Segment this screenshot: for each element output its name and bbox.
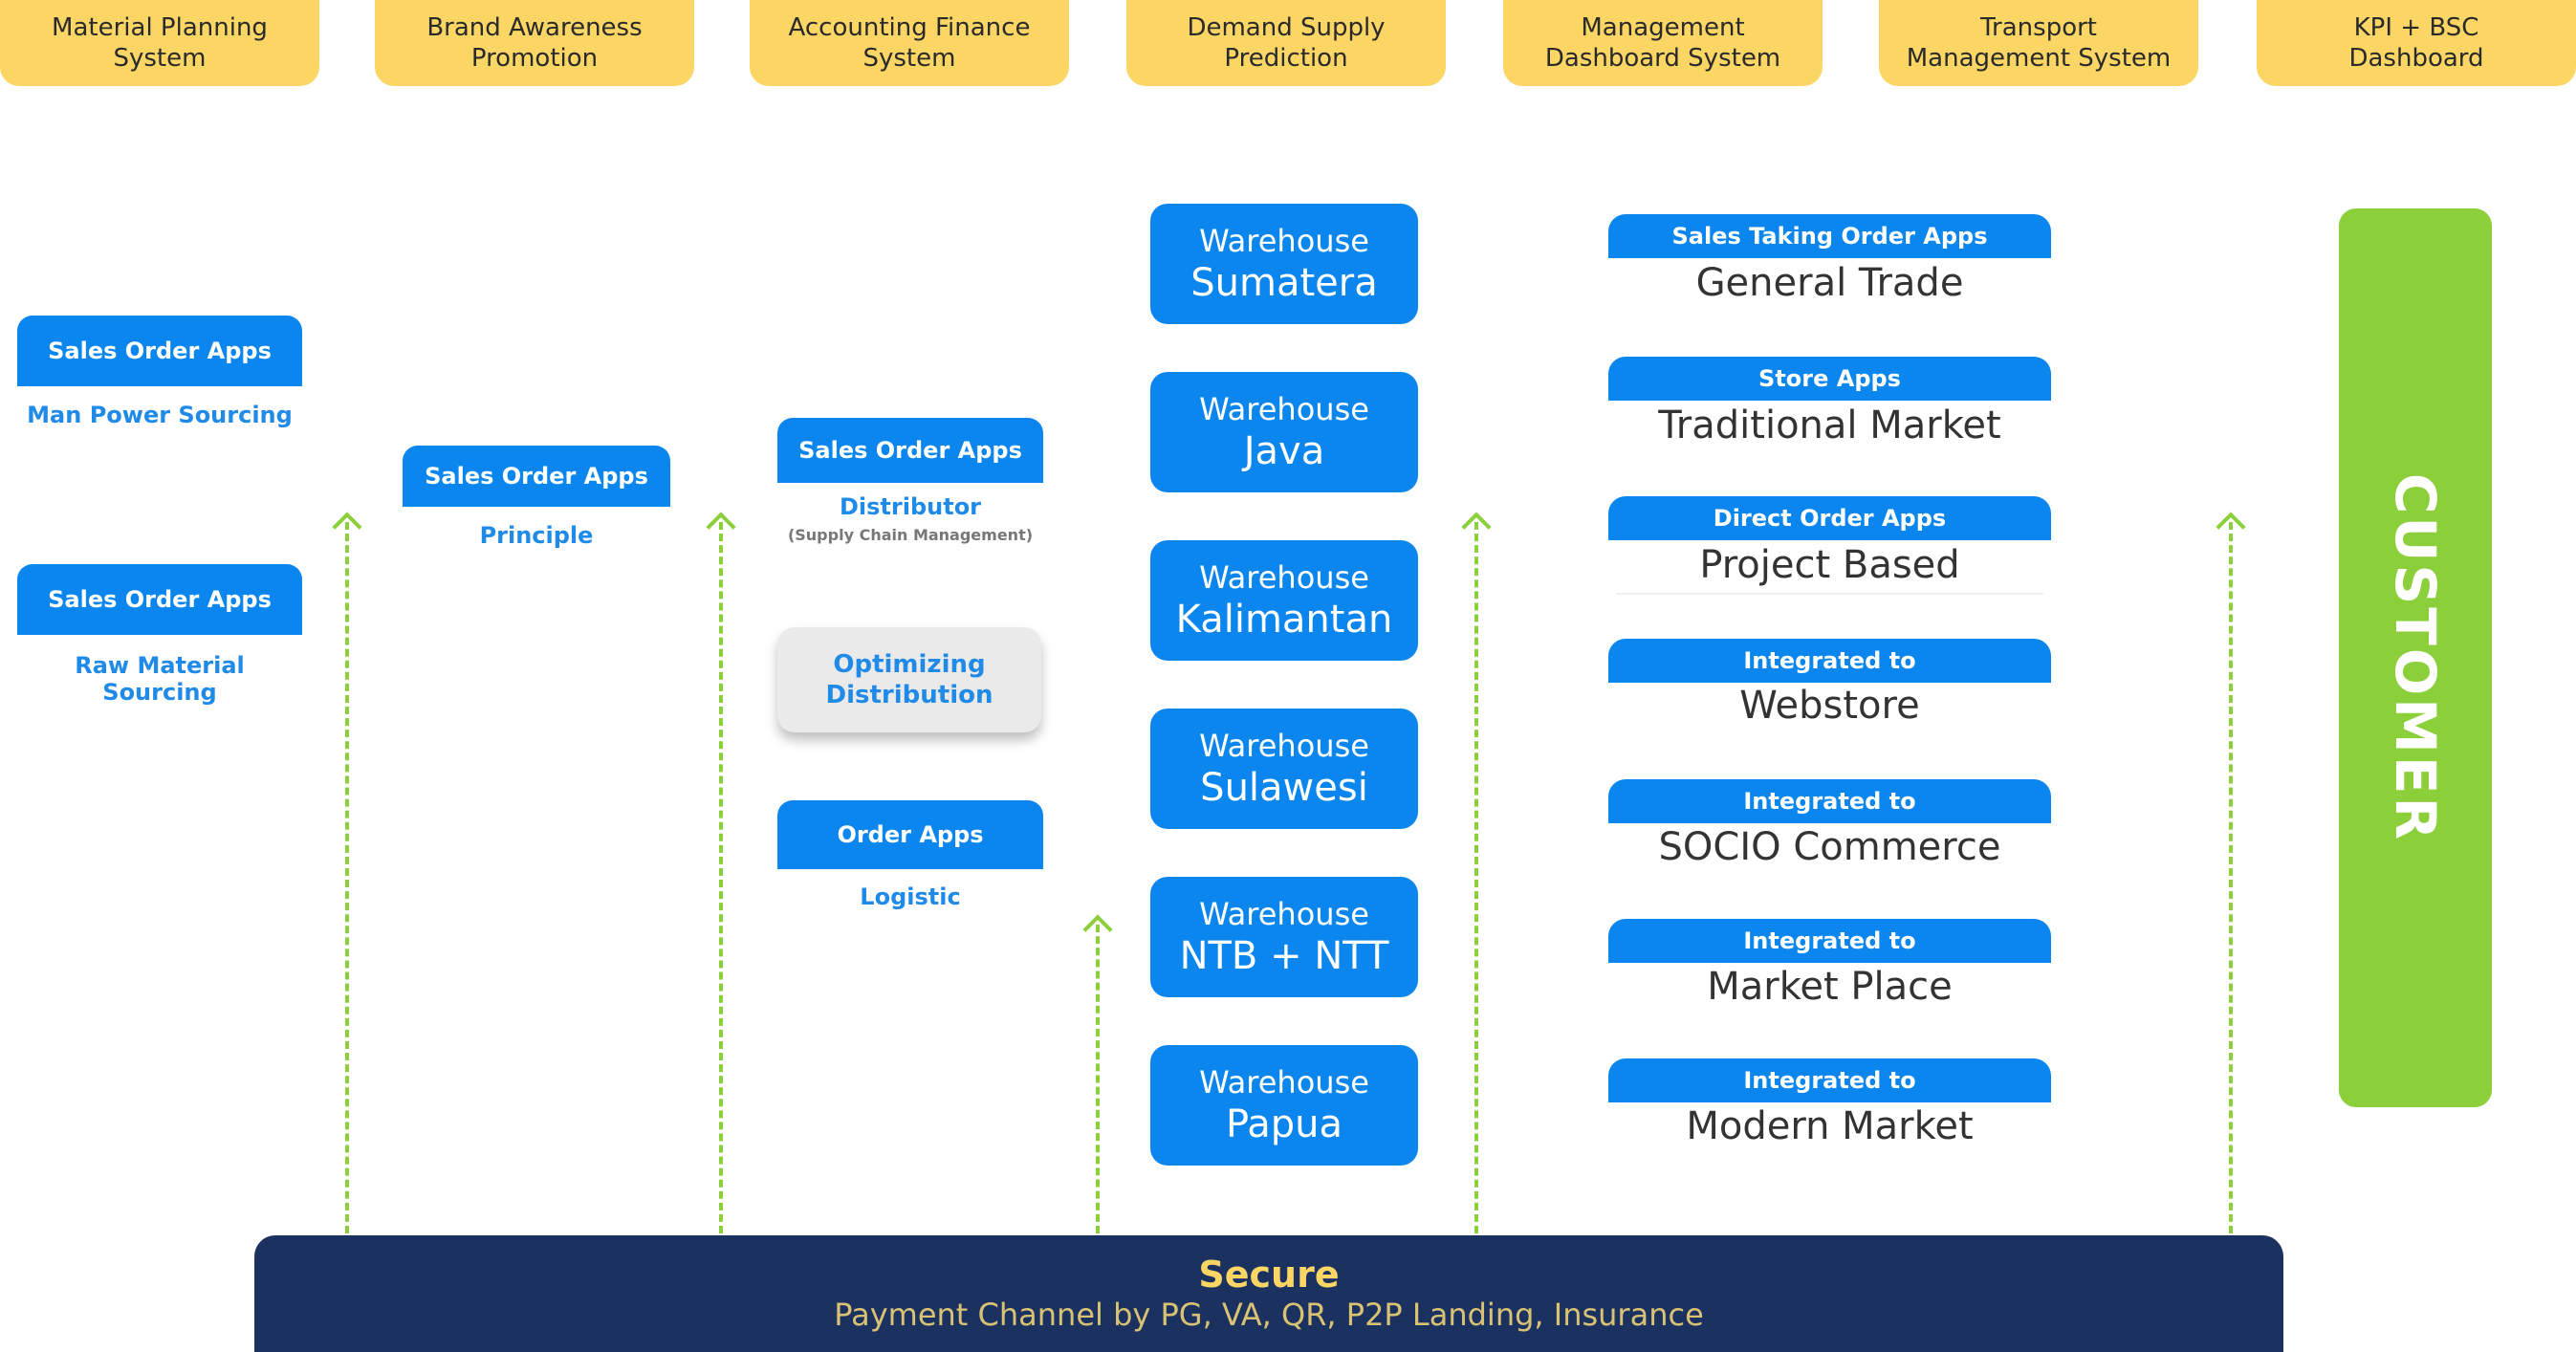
raw-material-sourcing-label: Raw Material Sourcing [75, 652, 245, 706]
customer-label: CUSTOMER [2383, 472, 2448, 843]
warehouse-papua[interactable]: Warehouse Papua [1150, 1045, 1418, 1166]
warehouse-region: Java [1243, 429, 1325, 473]
warehouse-region: NTB + NTT [1179, 934, 1389, 978]
supply-chain-management-label: (Supply Chain Management) [787, 526, 1034, 544]
warehouse-sumatera[interactable]: Warehouse Sumatera [1150, 204, 1418, 324]
logistic-label: Logistic [860, 883, 961, 910]
warehouse-label: Warehouse [1199, 1064, 1369, 1101]
integrated-to-modern-market-header[interactable]: Integrated to [1608, 1058, 2051, 1102]
project-based-label: Project Based [1699, 543, 1960, 587]
warehouse-java[interactable]: Warehouse Java [1150, 372, 1418, 492]
tab-accounting-finance-system[interactable]: Accounting Finance System [750, 0, 1069, 86]
tab-material-planning-system[interactable]: Material Planning System [0, 0, 319, 86]
secure-title: Secure [1198, 1254, 1340, 1296]
distributor-app-header[interactable]: Sales Order Apps [777, 418, 1043, 483]
warehouse-label: Warehouse [1199, 223, 1369, 259]
man-power-sourcing-label: Man Power Sourcing [27, 402, 293, 428]
socio-commerce-label: SOCIO Commerce [1658, 825, 2001, 869]
warehouse-ntb-ntt[interactable]: Warehouse NTB + NTT [1150, 877, 1418, 997]
webstore-label: Webstore [1739, 684, 1920, 728]
direct-order-apps-header[interactable]: Direct Order Apps [1608, 496, 2051, 540]
distributor-label: Distributor [839, 493, 982, 520]
integrated-to-webstore-header[interactable]: Integrated to [1608, 639, 2051, 683]
warehouse-sulawesi[interactable]: Warehouse Sulawesi [1150, 709, 1418, 829]
traditional-market-label: Traditional Market [1658, 403, 2001, 447]
sales-taking-order-apps-header[interactable]: Sales Taking Order Apps [1608, 214, 2051, 258]
customer-bar[interactable]: CUSTOMER [2339, 208, 2492, 1107]
order-apps-header[interactable]: Order Apps [777, 800, 1043, 869]
distribution-label: Distribution [825, 681, 993, 709]
integrated-to-socio-header[interactable]: Integrated to [1608, 779, 2051, 823]
raw-material-app-header[interactable]: Sales Order Apps [17, 564, 302, 635]
man-power-app-header[interactable]: Sales Order Apps [17, 316, 302, 386]
tab-kpi-bsc-dashboard[interactable]: KPI + BSC Dashboard [2257, 0, 2576, 86]
warehouse-region: Papua [1225, 1102, 1343, 1146]
store-apps-header[interactable]: Store Apps [1608, 357, 2051, 401]
tab-transport-management-system[interactable]: Transport Management System [1879, 0, 2198, 86]
tab-demand-supply-prediction[interactable]: Demand Supply Prediction [1126, 0, 1446, 86]
market-place-label: Market Place [1707, 965, 1953, 1009]
optimizing-label: Optimizing [833, 650, 986, 679]
divider [1616, 593, 2043, 595]
warehouse-kalimantan[interactable]: Warehouse Kalimantan [1150, 540, 1418, 661]
principle-app-header[interactable]: Sales Order Apps [403, 446, 670, 507]
warehouse-label: Warehouse [1199, 728, 1369, 764]
principle-label: Principle [479, 522, 594, 549]
warehouse-label: Warehouse [1199, 559, 1369, 596]
secure-payment-bar[interactable]: Secure Payment Channel by PG, VA, QR, P2… [254, 1235, 2283, 1352]
tab-brand-awareness-promotion[interactable]: Brand Awareness Promotion [375, 0, 694, 86]
modern-market-label: Modern Market [1686, 1104, 1974, 1148]
warehouse-label: Warehouse [1199, 391, 1369, 427]
integrated-to-marketplace-header[interactable]: Integrated to [1608, 919, 2051, 963]
tab-management-dashboard-system[interactable]: Management Dashboard System [1503, 0, 1823, 86]
warehouse-region: Kalimantan [1175, 598, 1393, 642]
warehouse-label: Warehouse [1199, 896, 1369, 932]
warehouse-region: Sumatera [1190, 261, 1378, 305]
optimizing-distribution-card[interactable]: Optimizing Distribution [777, 627, 1041, 732]
general-trade-label: General Trade [1695, 261, 1964, 305]
warehouse-region: Sulawesi [1200, 766, 1368, 810]
payment-channel-subtitle: Payment Channel by PG, VA, QR, P2P Landi… [834, 1297, 1704, 1333]
